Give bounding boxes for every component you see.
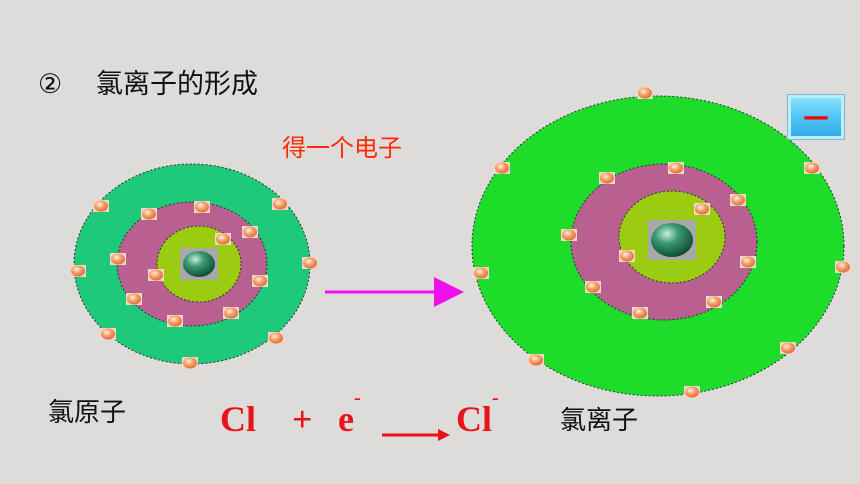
plus-sign: + [292,399,313,439]
product-symbol: Cl- [456,387,499,440]
ion-electron [585,281,601,293]
atom-electron [252,275,268,287]
atom-electron [272,198,288,210]
ion-electrons [473,87,851,398]
atom-electron [194,201,210,213]
ion-nucleus [651,223,693,257]
atom-electron [141,208,157,220]
atom-electron [93,200,109,212]
equation-arrow [380,410,450,452]
atom-electron [242,226,258,238]
ion-electron [599,172,615,184]
ion-electron [619,250,635,262]
heading-text: 氯离子的形成 [96,69,258,100]
atom-electron [167,315,183,327]
atom-electron [148,269,164,281]
ion-electron [740,256,756,268]
atom-electron [100,328,116,340]
ion-electron [780,342,796,354]
ion-electron [668,162,684,174]
ion-electron [804,162,820,174]
atom-electron [126,293,142,305]
ion-electron [637,87,653,99]
electron-symbol: e- [338,387,361,440]
atom-label: 氯原子 [48,398,127,428]
ion-electron [494,162,510,174]
heading-number: ② [38,69,63,100]
ion-electron [684,386,700,398]
product-charge: - [492,387,499,409]
slide-heading: ② 氯离子的形成 [38,62,258,101]
ion-electron [730,194,746,206]
chlorine-atom [70,163,318,369]
atom-electron [215,233,231,245]
product-letters: Cl [456,399,492,439]
electron-letter: e [338,399,354,439]
ion-label: 氯离子 [560,406,639,436]
ion-electron [473,267,489,279]
atom-nucleus [183,251,215,277]
atom-electrons [70,198,318,369]
atom-electron [182,357,198,369]
ion-electron [694,203,710,215]
atom-electron [70,265,86,277]
reactant-symbol: Cl [220,399,256,439]
ion-electron [561,229,577,241]
negative-charge-badge: — [787,94,845,140]
atom-electron [110,253,126,265]
atom-electron [268,332,284,344]
gain-electron-label: 得一个电子 [282,134,402,162]
electron-charge: - [353,387,361,409]
ion-electron [835,261,851,273]
atom-electron [302,257,318,269]
atom-electron [223,307,239,319]
ion-electron [632,307,648,319]
ion-electron [706,296,722,308]
chloride-ion [471,87,851,398]
ion-electron [528,354,544,366]
